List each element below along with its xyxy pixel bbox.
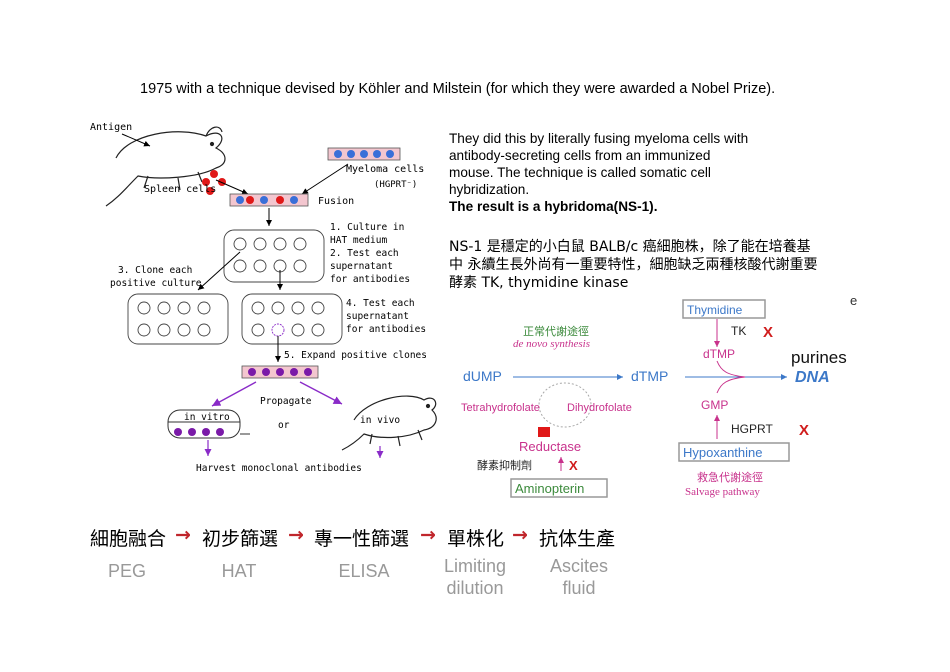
tk-x-mark: X xyxy=(763,324,773,341)
propagate-label: Propagate xyxy=(260,396,312,407)
step1-line2: HAT medium xyxy=(330,235,387,246)
aminopterin-box xyxy=(510,478,608,498)
step2-line2: supernatant xyxy=(330,261,393,272)
ascites-line2: fluid xyxy=(562,578,596,598)
clone-plate xyxy=(127,293,229,345)
gmp-label: GMP xyxy=(701,398,728,412)
top-sentence: 1975 with a technique devised by Köhler … xyxy=(140,81,776,97)
spleen-cells-label: Spleen cells xyxy=(144,184,216,195)
salvage-cn-label: 救急代謝途徑 xyxy=(697,470,763,484)
harvest-label: Harvest monoclonal antibodies xyxy=(196,463,362,474)
antigen-label: Antigen xyxy=(90,122,132,133)
step-1: 細胞融合 xyxy=(90,528,167,550)
step4-line3: for antibodies xyxy=(346,324,426,335)
hypoxanthine-label: Hypoxanthine xyxy=(683,445,763,460)
dihydrofolate-label: Dihydrofolate xyxy=(567,402,632,414)
dump-label: dUMP xyxy=(463,368,502,384)
paragraph-result: The result is a hybridoma(NS-1). xyxy=(449,199,658,214)
reductase-label: Reductase xyxy=(519,439,581,454)
chinese-line1: NS-1 是穩定的小白鼠 BALB/c 癌細胞株，除了能在培養基 xyxy=(449,239,811,255)
chinese-description: NS-1 是穩定的小白鼠 BALB/c 癌細胞株，除了能在培養基 中 永續生長外… xyxy=(449,238,869,292)
dtmp-join-curve xyxy=(716,360,746,378)
de-novo-cn: 正常代謝途徑 xyxy=(523,324,589,338)
in-vivo-mouse-drawing xyxy=(341,395,437,451)
or-label: or xyxy=(278,420,290,431)
step-arrow-2: → xyxy=(288,524,304,546)
salvage-en-label: Salvage pathway xyxy=(685,486,760,498)
myeloma-label: Myeloma cells xyxy=(346,164,424,175)
step-arrow-1: → xyxy=(175,524,191,546)
step-5: 抗体生產 xyxy=(539,528,616,550)
in-vivo-label: in vivo xyxy=(360,415,400,426)
hypoxanthine-box xyxy=(678,442,790,462)
hgprt-minus-label: (HGPRT⁻) xyxy=(374,180,417,190)
antigen-arrow xyxy=(121,133,151,147)
ascites-line1: Ascites xyxy=(549,556,609,576)
step3-line1: 3. Clone each xyxy=(118,265,192,276)
spleen-arrow xyxy=(215,179,249,195)
reductase-block xyxy=(538,427,550,437)
paragraph-line3: mouse. The technique is called somatic c… xyxy=(449,165,711,180)
step-3: 專一性篩選 xyxy=(314,528,410,550)
culture-plate xyxy=(223,229,325,283)
explanation-paragraph: They did this by literally fusing myelom… xyxy=(449,130,869,215)
step2-line1: 2. Test each xyxy=(330,248,399,259)
step1-line1: 1. Culture in xyxy=(330,222,404,233)
purines-label: purines xyxy=(791,348,847,367)
chinese-line2: 中 永續生長外尚有一重要特性，細胞缺乏兩種核酸代謝重要 xyxy=(449,257,818,273)
paragraph-line1: They did this by literally fusing myelom… xyxy=(449,131,749,146)
gmp-join-curve xyxy=(716,376,746,394)
method-ascites-fluid: Ascites fluid xyxy=(534,555,624,599)
limiting-line1: Limiting xyxy=(443,556,507,576)
step-4: 單株化 xyxy=(447,528,505,550)
step4-line1: 4. Test each xyxy=(346,298,415,309)
method-peg: PEG xyxy=(107,561,146,581)
stray-character: e xyxy=(850,293,858,308)
tetrahydrofolate-label: Tetrahydrofolate xyxy=(461,402,540,414)
immunized-mouse-drawing xyxy=(105,126,226,207)
method-hat: HAT xyxy=(221,561,257,581)
paragraph-line2: antibody-secreting cells from an immuniz… xyxy=(449,148,711,163)
inhibitor-cn-label: 酵素抑制劑 xyxy=(477,458,532,472)
hgprt-x-mark: X xyxy=(799,422,809,439)
test-plate xyxy=(241,293,343,345)
clone-arrow xyxy=(197,251,241,291)
dna-label: DNA xyxy=(795,369,830,386)
metabolic-pathway-figure: 正常代謝途徑 de novo synthesis Thymidine TK X … xyxy=(461,299,847,498)
tk-label: TK xyxy=(731,324,746,338)
step2-line3: for antibodies xyxy=(330,274,410,285)
de-novo-en: de novo synthesis xyxy=(513,338,590,350)
in-vitro-flask xyxy=(167,409,250,439)
in-vitro-arrow xyxy=(211,381,257,407)
step-arrow-3: → xyxy=(420,524,436,546)
step-arrow-4: → xyxy=(512,524,528,546)
fusion-label: Fusion xyxy=(318,196,354,207)
myeloma-tube xyxy=(327,147,401,161)
aminopterin-label: Aminopterin xyxy=(515,481,584,496)
step5-label: 5. Expand positive clones xyxy=(284,350,427,361)
step3-line2: positive culture xyxy=(110,278,202,289)
fusion-tube xyxy=(229,193,309,207)
thymidine-box xyxy=(682,299,766,319)
in-vitro-label: in vitro xyxy=(184,412,230,423)
expanded-clone-tube xyxy=(241,365,319,379)
step-2: 初步篩選 xyxy=(202,528,279,550)
paragraph-line4: hybridization. xyxy=(449,182,530,197)
dtmp-top-label: dTMP xyxy=(703,347,735,361)
in-vivo-arrow xyxy=(299,381,343,405)
hgprt-label: HGPRT xyxy=(731,422,773,436)
folate-cycle xyxy=(538,382,592,428)
thymidine-label: Thymidine xyxy=(687,303,743,317)
inhibitor-x-mark: X xyxy=(569,458,578,473)
dtmp-mid-label: dTMP xyxy=(631,368,668,384)
method-limiting-dilution: Limiting dilution xyxy=(430,555,520,599)
limiting-line2: dilution xyxy=(446,578,504,598)
myeloma-arrow xyxy=(301,163,349,195)
method-elisa: ELISA xyxy=(338,561,390,581)
chinese-line3: 酵素 TK, thymidine kinase xyxy=(449,275,629,291)
hybridoma-procedure-figure: Antigen Spleen cells Myeloma cells (HGPR… xyxy=(90,122,437,474)
step4-line2: supernatant xyxy=(346,311,409,322)
